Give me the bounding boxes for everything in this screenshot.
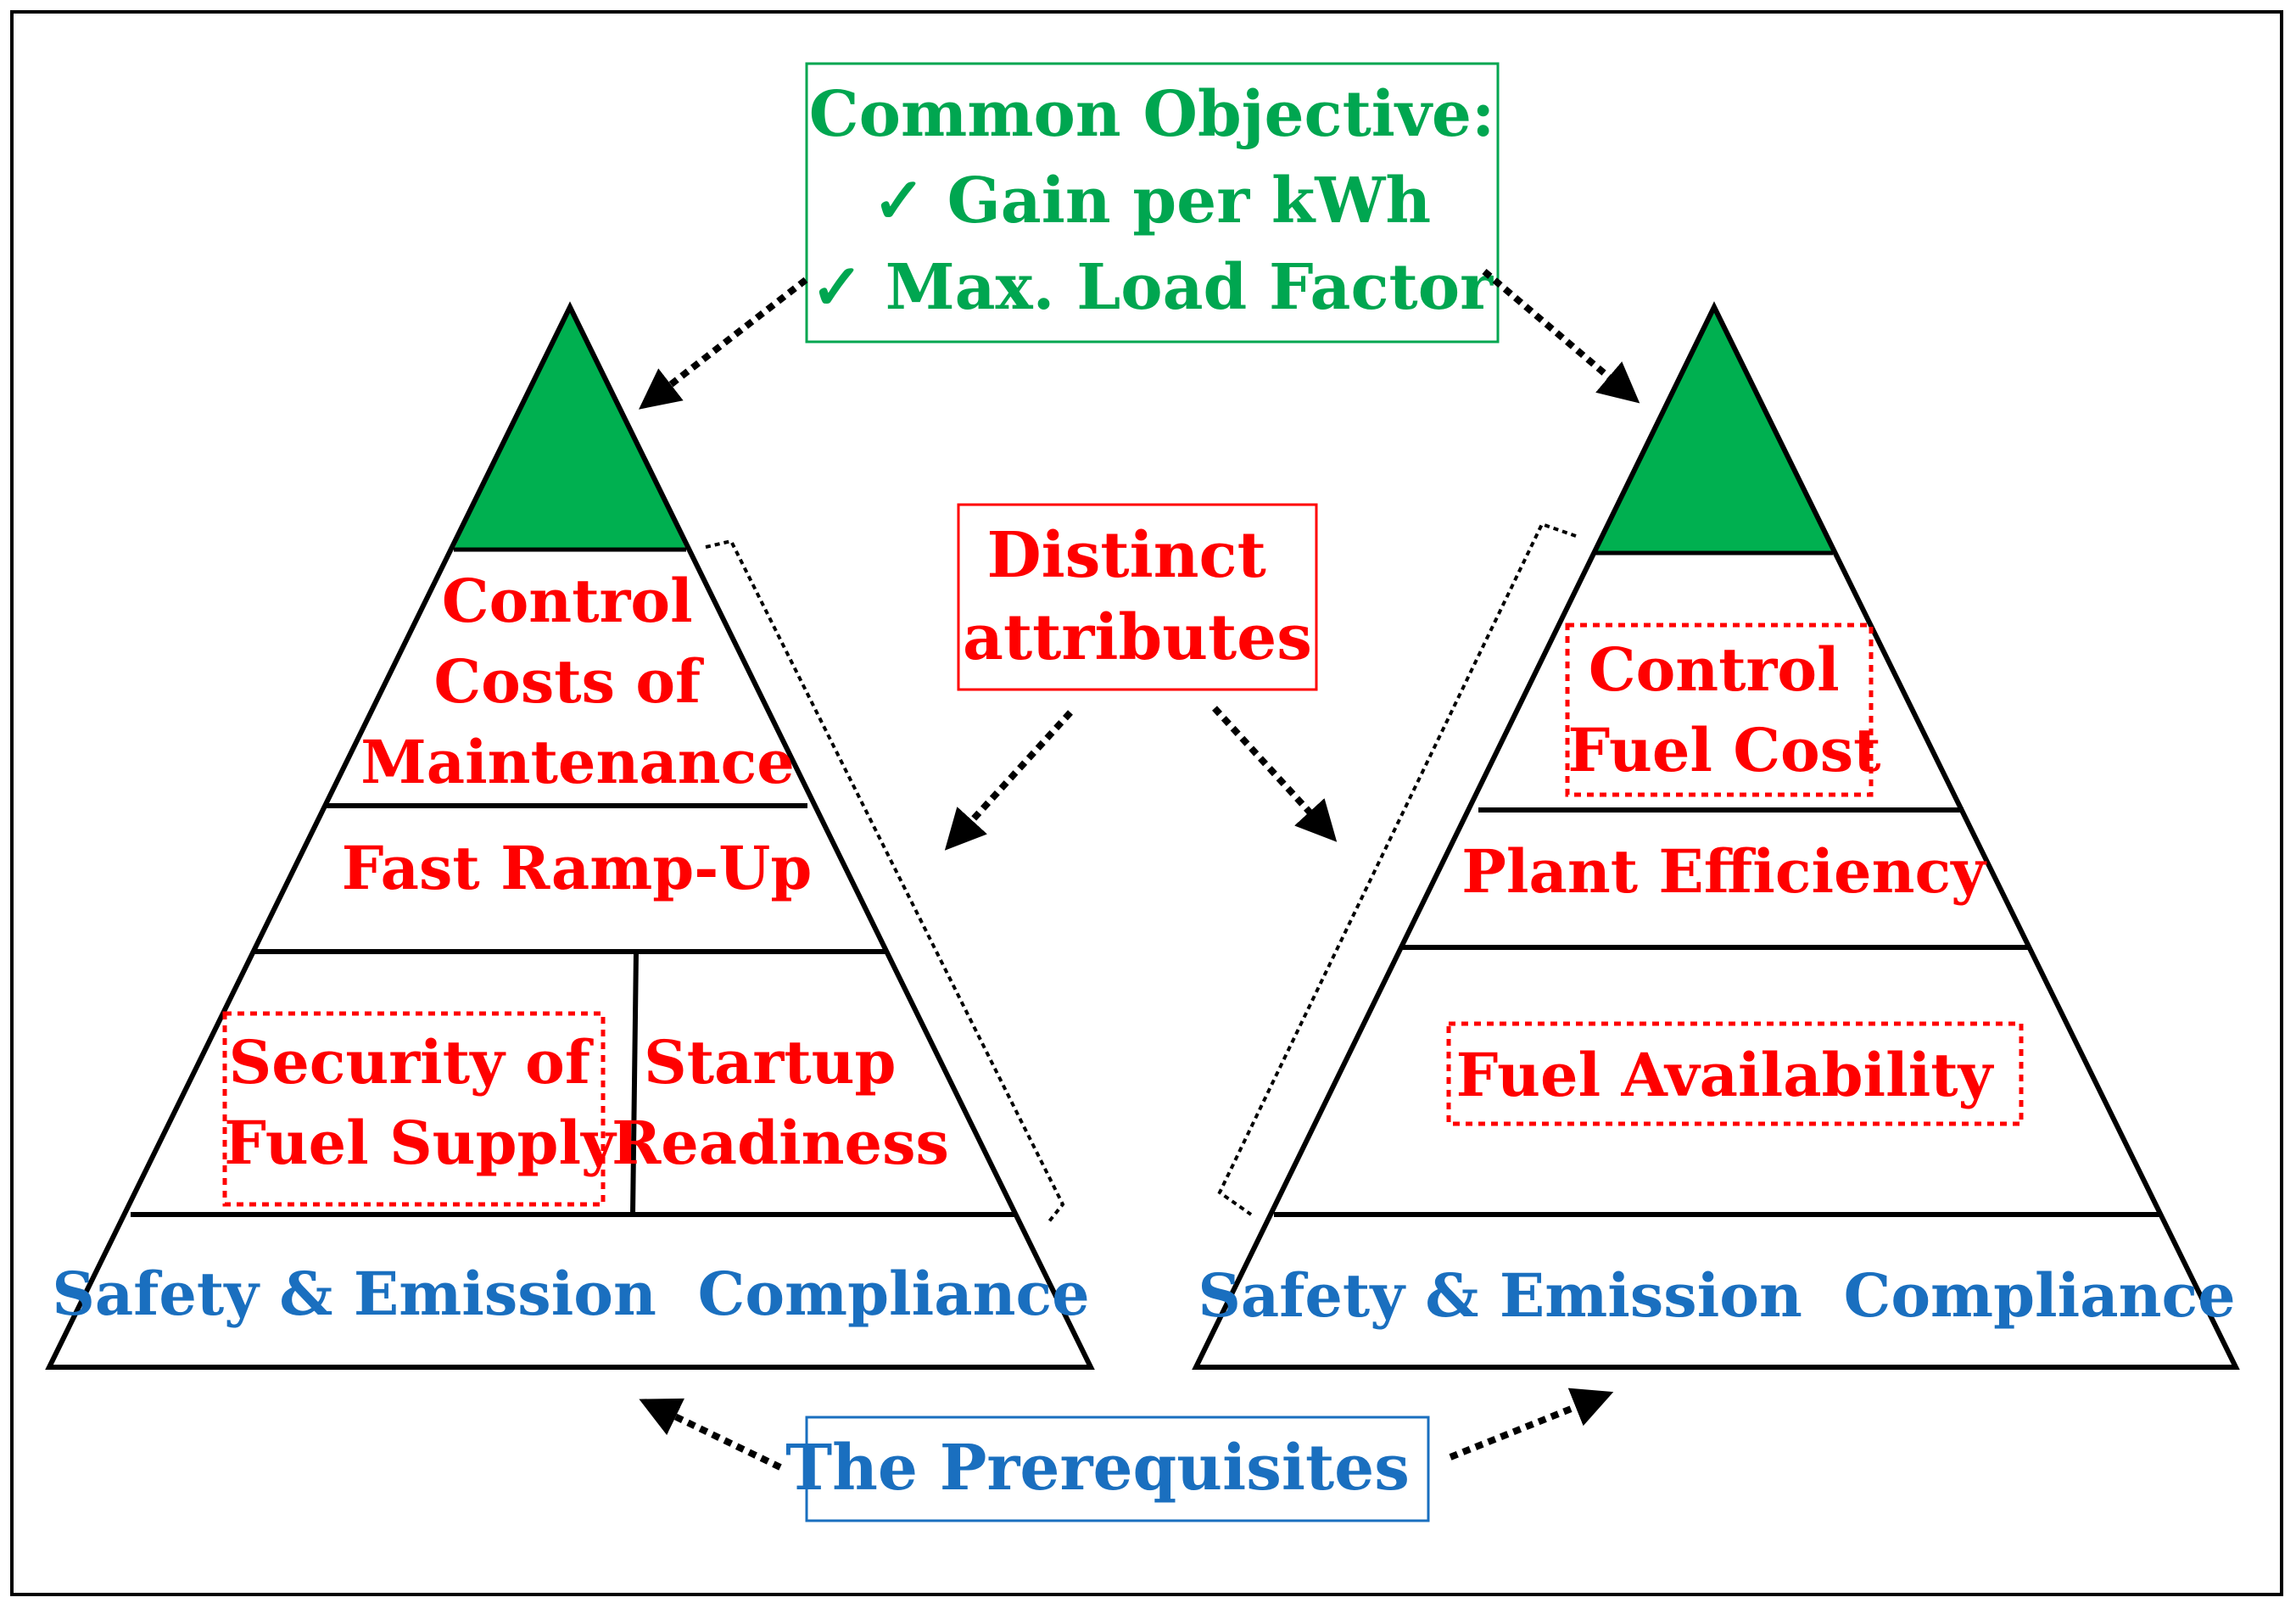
arrow-prerequisites-to-left [639, 1398, 782, 1471]
left-tier2-label: Fast Ramp-Up [342, 833, 813, 903]
distinct-attributes-box [957, 503, 1318, 691]
left-pyramid-outline [45, 301, 1095, 1370]
right-tier1-label: Control Fuel Cost [1567, 634, 1880, 785]
left-pyramid-apex [454, 307, 686, 550]
left-tier3-right-label: Startup Readiness [612, 1027, 949, 1178]
left-vertical-divider [630, 951, 639, 1215]
arrow-objective-to-right [1482, 268, 1640, 404]
left-pyramid: Control Costs of Maintenance Fast Ramp-U… [45, 301, 1095, 1370]
outer-frame [10, 10, 2283, 1596]
arrow-prerequisites-to-right [1449, 1388, 1614, 1460]
right-base-label: Safety & Emission Compliance [1198, 1260, 2235, 1331]
left-attributes-bracket [705, 539, 1065, 1223]
right-attributes-bracket [1217, 522, 1577, 1216]
common-objective-box [805, 62, 1500, 343]
arrow-attributes-to-left [944, 710, 1073, 851]
left-tier3-left-label: Security of Fuel Supply [224, 1027, 617, 1178]
right-pyramid: Control Fuel Cost Plant Efficiency Fuel … [1192, 301, 2240, 1370]
right-tier3-label: Fuel Availability [1456, 1040, 1995, 1110]
right-pyramid-outline [1192, 301, 2240, 1370]
arrow-attributes-to-right [1212, 706, 1338, 842]
right-tier2-label: Plant Efficiency [1461, 836, 1987, 907]
left-fuel-supply-highlight [222, 1011, 606, 1207]
prerequisites-box [805, 1416, 1430, 1522]
prerequisites-label: The Prerequisites [785, 1432, 1410, 1505]
left-tier1-label: Control Costs of Maintenance [360, 566, 795, 797]
objective-item-gain: ✓ Gain per kWh [873, 165, 1431, 237]
common-objective-title: Common Objective: [809, 78, 1495, 151]
objective-item-load-factor: ✓ Max. Load Factor [811, 251, 1494, 324]
arrow-objective-to-left [639, 276, 808, 410]
right-fuel-availability-highlight [1446, 1021, 2024, 1126]
right-fuel-cost-highlight [1565, 623, 1874, 797]
distinct-attributes-label: Distinct attributes [963, 519, 1312, 674]
right-pyramid-apex [1595, 307, 1833, 553]
left-base-label: Safety & Emission Compliance [52, 1259, 1089, 1329]
